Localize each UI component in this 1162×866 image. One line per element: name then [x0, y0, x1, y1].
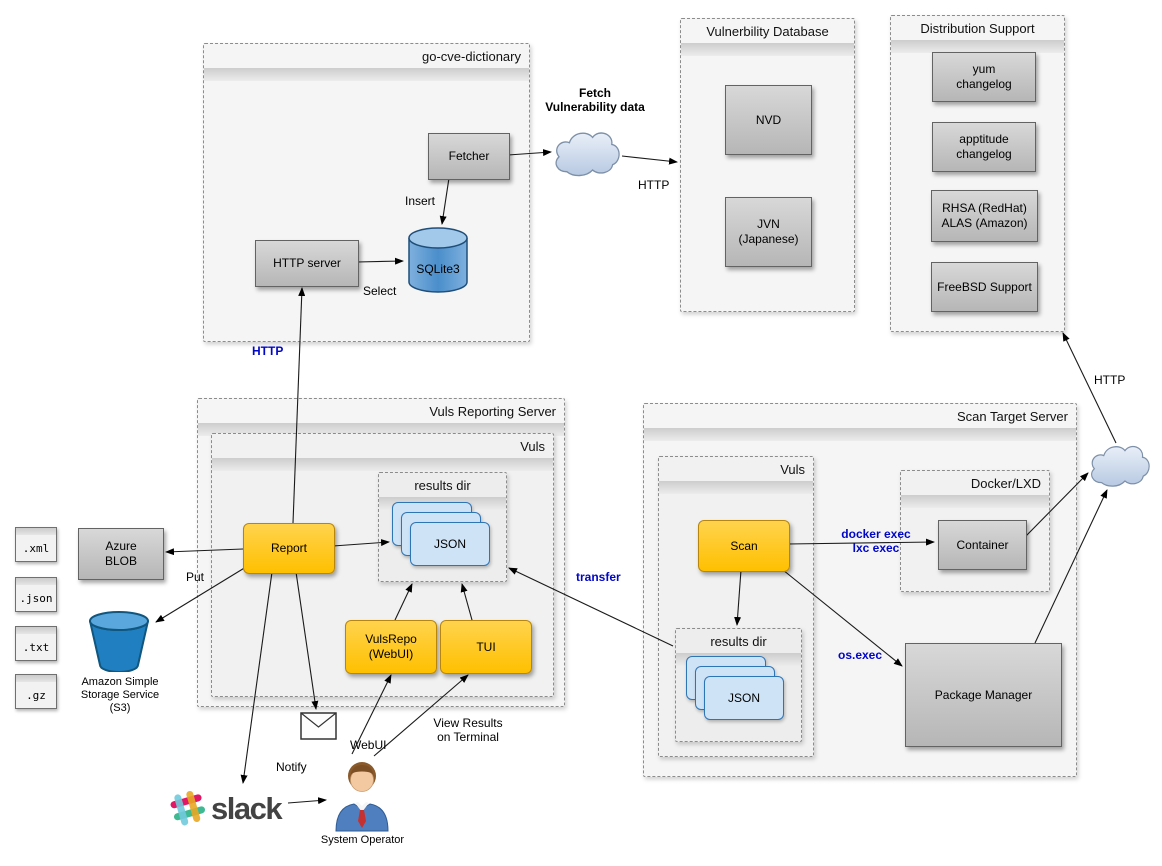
label-fetch-vulnerability-data: Fetch Vulnerability data	[545, 86, 645, 115]
label-http-report: HTTP	[252, 344, 284, 358]
container-strip	[198, 423, 564, 436]
database-cylinder-icon	[408, 227, 468, 293]
node-nvd: NVD	[725, 85, 812, 155]
node-yum-changelog: yum changelog	[932, 52, 1036, 102]
container-title-docker-lxd: Docker/LXD	[970, 476, 1041, 491]
cloud-icon-right	[1091, 445, 1150, 487]
file-gz-icon: .gz	[15, 674, 57, 709]
node-apptitude-changelog: apptitude changelog	[932, 122, 1036, 172]
container-strip	[681, 43, 854, 56]
json-card: JSON	[704, 676, 784, 720]
system-operator-icon	[330, 753, 394, 838]
label-notify: Notify	[276, 760, 307, 774]
container-vulnerability-database: Vulnerbility Database	[680, 18, 855, 312]
file-xml-label: .xml	[22, 541, 50, 555]
node-fetcher: Fetcher	[428, 133, 510, 180]
container-title-vuls-reporting-server: Vuls Reporting Server	[429, 404, 556, 419]
container-title-scan-vuls: Vuls	[780, 462, 805, 477]
slack-hash-icon	[170, 790, 206, 826]
node-freebsd-support: FreeBSD Support	[931, 262, 1038, 312]
mail-envelope-icon	[300, 712, 337, 745]
slack-wordmark: slack	[211, 790, 283, 826]
json-stack-reporting: JSON	[392, 502, 490, 566]
node-sqlite3: SQLite3	[406, 226, 470, 294]
container-strip	[901, 495, 1049, 508]
label-http-fetch: HTTP	[638, 178, 670, 192]
label-select: Select	[363, 284, 397, 298]
container-title-scan-results-dir: results dir	[710, 634, 767, 649]
file-icon-strip	[16, 578, 56, 585]
node-http-server: HTTP server	[255, 240, 359, 287]
node-sqlite3-label: SQLite3	[416, 262, 460, 276]
label-insert: Insert	[405, 194, 436, 208]
container-strip	[204, 68, 529, 81]
slack-logo: slack	[168, 788, 283, 828]
label-view-results: View Results on Terminal	[433, 716, 503, 745]
file-icon-strip	[16, 675, 56, 682]
container-title-reporting-vuls: Vuls	[520, 439, 545, 454]
json-card: JSON	[410, 522, 490, 566]
file-json-label: .json	[19, 591, 53, 605]
json-stack-scan: JSON	[686, 656, 784, 720]
container-strip	[212, 458, 553, 471]
container-title-distribution-support: Distribution Support	[920, 21, 1035, 36]
label-docker-exec: docker exec lxc exec	[841, 527, 911, 556]
cloud-icon-top	[555, 132, 620, 177]
node-tui: TUI	[440, 620, 532, 674]
file-txt-label: .txt	[22, 640, 50, 654]
node-scan: Scan	[698, 520, 790, 572]
container-title-vulnerability-database: Vulnerbility Database	[706, 24, 829, 39]
container-title-reporting-results-dir: results dir	[414, 478, 471, 493]
file-xml-icon: .xml	[15, 527, 57, 562]
container-strip	[659, 481, 813, 494]
arrow-slack-to-operator	[287, 797, 327, 805]
container-title-go-cve-dictionary: go-cve-dictionary	[422, 49, 521, 64]
file-icon-strip	[16, 627, 56, 634]
container-strip	[644, 428, 1076, 441]
file-icon-strip	[16, 528, 56, 535]
node-azure-blob: Azure BLOB	[78, 528, 164, 580]
container-strip	[891, 40, 1064, 53]
label-transfer: transfer	[576, 570, 621, 584]
node-rhsa-alas: RHSA (RedHat) ALAS (Amazon)	[931, 190, 1038, 242]
node-package-manager: Package Manager	[905, 643, 1062, 747]
file-json-icon: .json	[15, 577, 57, 612]
container-go-cve-dictionary: go-cve-dictionary	[203, 43, 530, 342]
container-title-scan-target-server: Scan Target Server	[956, 409, 1068, 424]
node-report: Report	[243, 523, 335, 574]
s3-bucket-icon	[88, 610, 150, 677]
file-txt-icon: .txt	[15, 626, 57, 661]
label-http-dist: HTTP	[1094, 373, 1126, 387]
node-container: Container	[938, 520, 1027, 570]
label-s3: Amazon Simple Storage Service (S3)	[80, 676, 160, 715]
arrow-cloud-to-vulndb	[621, 155, 678, 165]
node-vulsrepo: VulsRepo (WebUI)	[345, 620, 437, 674]
label-put: Put	[186, 570, 205, 584]
label-system-operator: System Operator	[320, 834, 405, 846]
file-gz-label: .gz	[26, 688, 46, 702]
label-os-exec: os.exec	[838, 648, 883, 662]
label-webui: WebUI	[350, 738, 387, 752]
node-jvn: JVN (Japanese)	[725, 197, 812, 267]
